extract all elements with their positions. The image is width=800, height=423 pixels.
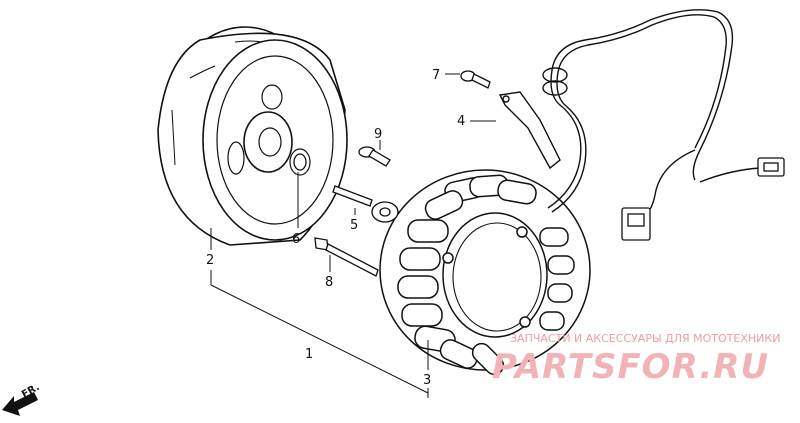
watermark-tagline: ЗАПЧАСТИ И АКСЕССУАРЫ ДЛЯ МОТОТЕХНИКИ [510,332,780,345]
front-direction-arrow-icon [2,392,38,416]
callout-6: 6 [292,232,300,247]
leader-lines [210,73,496,398]
bolt-8 [314,237,379,277]
bolt-9 [358,146,391,167]
connector-small [757,157,785,177]
wiring-harness [542,9,761,216]
callout-2: 2 [206,253,214,268]
watermark-logo: PARTSFOR.RU [492,347,769,387]
callout-4: 4 [457,114,465,129]
bolt-5 [332,185,399,223]
callout-8: 8 [325,275,333,290]
washer-6 [293,153,307,171]
bolt-7 [460,70,491,89]
callout-7: 7 [432,68,440,83]
connector-large [621,207,651,241]
stator [379,169,591,376]
flywheel-rotor [157,26,348,246]
callout-5: 5 [350,218,358,233]
callout-3: 3 [423,373,431,388]
callout-1: 1 [305,347,313,362]
wire-clamp [498,91,561,170]
callout-9: 9 [374,127,382,142]
